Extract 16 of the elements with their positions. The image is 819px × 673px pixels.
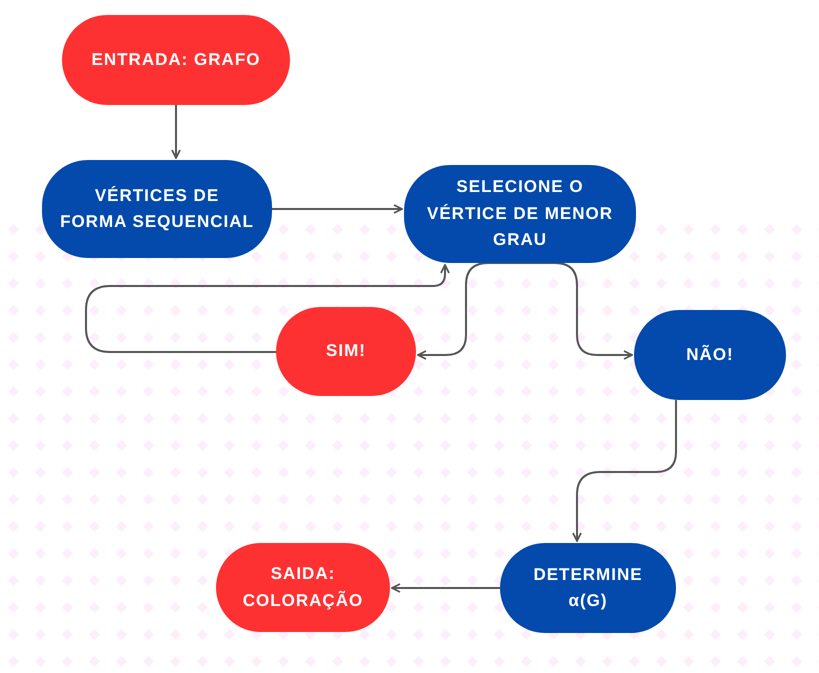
node-label: SAIDA: COLORAÇÃO [242,563,364,612]
node-label: SIM! [326,340,366,362]
node-label: VÉRTICES DE FORMA SEQUENCIAL [60,184,254,233]
node-label: ENTRADA: GRAFO [92,48,260,71]
node-label: NÃO! [686,344,734,366]
arrow [85,264,450,353]
arrow [520,262,633,360]
arrow [171,105,181,159]
arrow [391,583,500,593]
arrow [417,262,520,360]
process-box [42,160,272,258]
arrow [572,400,677,542]
node-label: DETERMINE α(G) [532,564,644,612]
process-box [404,165,636,263]
node-label: SELECIONE O VÉRTICE DE MENOR GRAU [426,176,614,252]
arrow [272,204,403,214]
